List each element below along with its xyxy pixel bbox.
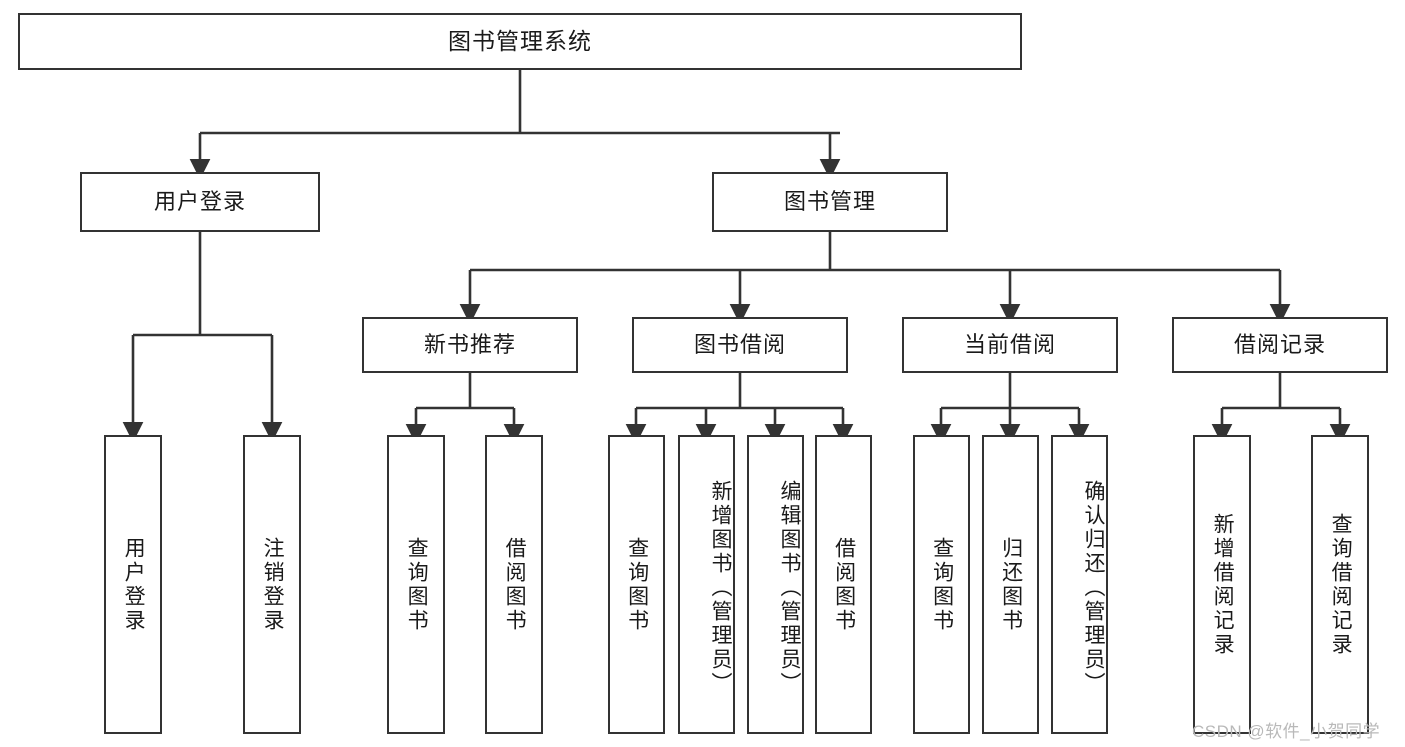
leaf-user-login[interactable]: 用户登录 (104, 435, 162, 734)
leaf-return-book[interactable]: 归还图书 (982, 435, 1039, 734)
leaf-confirm-return-admin[interactable]: 确认归还（管理员） (1051, 435, 1108, 734)
leaf-query-books-borrow[interactable]: 查询图书 (608, 435, 665, 734)
leaf-edit-book-admin[interactable]: 编辑图书（管理员） (747, 435, 804, 734)
leaf-add-borrow-record[interactable]: 新增借阅记录 (1193, 435, 1251, 734)
node-book-management[interactable]: 图书管理 (712, 172, 948, 232)
node-user-login[interactable]: 用户登录 (80, 172, 320, 232)
node-current-borrow[interactable]: 当前借阅 (902, 317, 1118, 373)
leaf-query-books-recommend[interactable]: 查询图书 (387, 435, 445, 734)
leaf-borrow-book[interactable]: 借阅图书 (815, 435, 872, 734)
node-borrow-records[interactable]: 借阅记录 (1172, 317, 1388, 373)
leaf-borrow-books-recommend[interactable]: 借阅图书 (485, 435, 543, 734)
leaf-query-books-current[interactable]: 查询图书 (913, 435, 970, 734)
leaf-add-book-admin[interactable]: 新增图书（管理员） (678, 435, 735, 734)
csdn-watermark: CSDN @软件_小贺同学 (1192, 722, 1381, 741)
leaf-user-logout[interactable]: 注销登录 (243, 435, 301, 734)
node-book-borrow[interactable]: 图书借阅 (632, 317, 848, 373)
node-root-library-system[interactable]: 图书管理系统 (18, 13, 1022, 70)
leaf-query-borrow-record[interactable]: 查询借阅记录 (1311, 435, 1369, 734)
node-new-book-recommend[interactable]: 新书推荐 (362, 317, 578, 373)
